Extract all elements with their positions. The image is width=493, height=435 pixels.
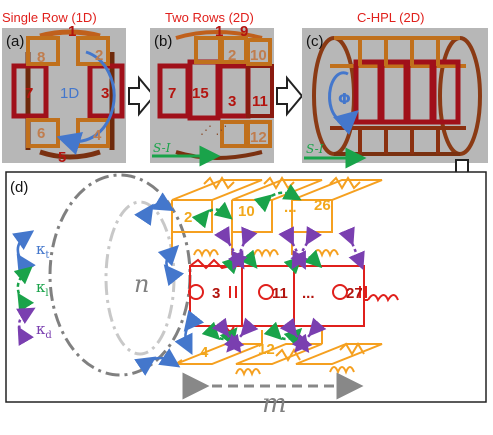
mid-dots: ...	[302, 285, 315, 302]
kappa-d-couplings	[211, 226, 365, 353]
b-cell-9: 9	[240, 23, 248, 40]
panel-c-si-label: S-I	[306, 142, 324, 156]
legend-kappa-l: κl	[36, 278, 49, 299]
cell-num-6: 6	[37, 125, 45, 142]
cell-num-1: 1	[68, 23, 76, 40]
bottom-node-4: 4	[200, 344, 209, 361]
panel-c-flux-label: Φ	[338, 90, 351, 108]
mid-node-27: 27	[346, 285, 363, 302]
mid-node-3: 3	[212, 285, 220, 302]
top-node-2: 2	[184, 209, 192, 226]
cell-num-3: 3	[101, 85, 109, 102]
b-cell-12: 12	[250, 129, 267, 146]
kappa-t-couplings	[134, 192, 205, 376]
panel-b: ⋰ ⋰ (b) S-I 1 9 2 10 7 15 3 11 12	[150, 23, 274, 167]
b-cell-2: 2	[228, 47, 236, 64]
cell-num-2: 2	[95, 47, 103, 64]
b-cell-10: 10	[250, 47, 267, 64]
panel-b-title: Two Rows (2D)	[165, 10, 254, 25]
panel-b-si-label: S-I	[153, 141, 171, 155]
bottom-node-12: 12	[258, 341, 275, 358]
panel-d-label: (d)	[10, 179, 28, 196]
panel-a: (a) 1D 1 2 3 4 5 6 7 8	[2, 23, 126, 166]
b-cell-1: 1	[215, 23, 223, 40]
arrow-b-to-c	[276, 75, 304, 117]
arrow-a-to-b	[128, 75, 156, 117]
top-node-10: 10	[238, 203, 255, 220]
n-label: n	[134, 270, 149, 298]
panel-b-dots: ⋰ ⋰	[200, 123, 227, 137]
panel-a-label: (a)	[6, 33, 24, 50]
legend: κt κl κd	[12, 230, 52, 346]
panel-d: (d) n κt κl κd	[5, 171, 487, 419]
b-cell-3: 3	[228, 93, 236, 110]
cell-num-7: 7	[25, 85, 33, 102]
b-cell-11: 11	[252, 93, 268, 110]
b-cell-7: 7	[168, 85, 176, 102]
cell-num-8: 8	[37, 49, 45, 66]
panel-c: (c) Φ S-I	[302, 28, 488, 169]
b-cell-15: 15	[192, 85, 209, 102]
panel-a-arrow-label: 1D	[60, 85, 79, 102]
m-label: m	[262, 389, 287, 419]
mid-node-11: 11	[272, 285, 288, 302]
panel-b-label: (b)	[154, 33, 172, 50]
cell-num-4: 4	[93, 127, 102, 144]
legend-kappa-d: κd	[36, 320, 52, 341]
top-node-26: 26	[314, 197, 331, 214]
legend-kappa-t: κt	[36, 240, 49, 261]
panel-a-title: Single Row (1D)	[2, 10, 97, 25]
panel-c-title: C-HPL (2D)	[357, 10, 424, 25]
top-dots: ...	[284, 199, 297, 216]
cell-num-5: 5	[58, 149, 66, 166]
panel-c-label: (c)	[306, 33, 324, 50]
